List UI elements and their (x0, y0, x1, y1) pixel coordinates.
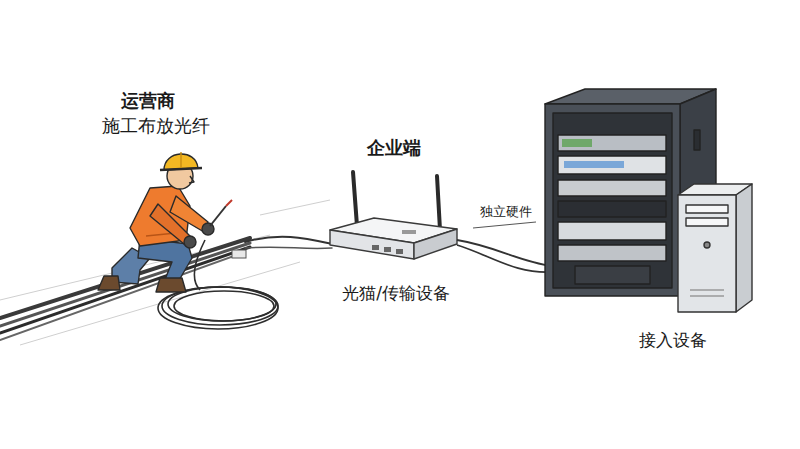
antenna (437, 176, 440, 230)
fiber (245, 237, 332, 244)
antenna (353, 172, 357, 226)
device-panel (562, 139, 592, 147)
modem-label: 光猫/传输设备 (342, 283, 450, 303)
tool-tip (226, 200, 232, 206)
port (384, 247, 391, 252)
fiber (0, 238, 250, 318)
helmet-ridge (180, 152, 181, 168)
router-front (330, 230, 414, 259)
operator-note-holder: 施工布放光纤 (102, 115, 210, 137)
rack-handle (694, 130, 700, 150)
rack-interior (553, 113, 672, 288)
coil-lead (195, 240, 205, 290)
ground (0, 200, 330, 345)
rack-device (558, 201, 666, 217)
device-panel (564, 161, 624, 168)
power-button (704, 242, 710, 248)
helmet-brim (160, 168, 202, 170)
coil-loop (158, 287, 278, 329)
modem-label-holder: 光猫/传输设备 (342, 283, 450, 303)
port (396, 249, 403, 254)
router-side (414, 229, 457, 259)
leader-line (473, 222, 536, 228)
worker (98, 152, 232, 292)
cable (457, 240, 552, 266)
drive-bay (686, 218, 728, 226)
indicator (402, 230, 416, 234)
rack-device (558, 135, 666, 151)
enterprise-heading: 企业端 (367, 137, 421, 159)
patch-cables (457, 240, 552, 272)
operator-heading-holder: 运营商 (121, 90, 175, 112)
enterprise-heading-holder: 企业端 (367, 137, 421, 159)
access-device-label: 接入设备 (639, 330, 707, 350)
fiber (245, 247, 332, 248)
glove (184, 236, 196, 248)
rack-device (558, 180, 666, 196)
pc-side (736, 184, 752, 312)
pc-tower (678, 184, 752, 312)
boot (156, 278, 186, 292)
access-device-label-holder: 接入设备 (639, 330, 707, 350)
cable (457, 245, 552, 272)
operator-note: 施工布放光纤 (102, 115, 210, 137)
junction-box (232, 250, 246, 258)
hardware-label: 独立硬件 (477, 204, 535, 220)
ground-line (260, 200, 330, 215)
vent (690, 290, 724, 296)
operator-heading: 运营商 (121, 90, 175, 112)
rack-drawer (575, 266, 650, 284)
arm (150, 204, 190, 244)
rack-device (558, 222, 666, 240)
tool (210, 206, 226, 226)
boot (98, 276, 120, 290)
fiber (0, 243, 250, 326)
coil-loop (174, 291, 274, 321)
hardware-label-holder: 独立硬件 (477, 202, 535, 220)
rack-device (558, 156, 666, 174)
rack-device (558, 245, 666, 261)
pc-front (678, 195, 736, 312)
port (372, 245, 379, 250)
drive-bay (686, 205, 728, 213)
fiber-bundle (0, 237, 332, 340)
face (189, 176, 194, 183)
router (330, 172, 457, 259)
rack-front (545, 104, 680, 296)
